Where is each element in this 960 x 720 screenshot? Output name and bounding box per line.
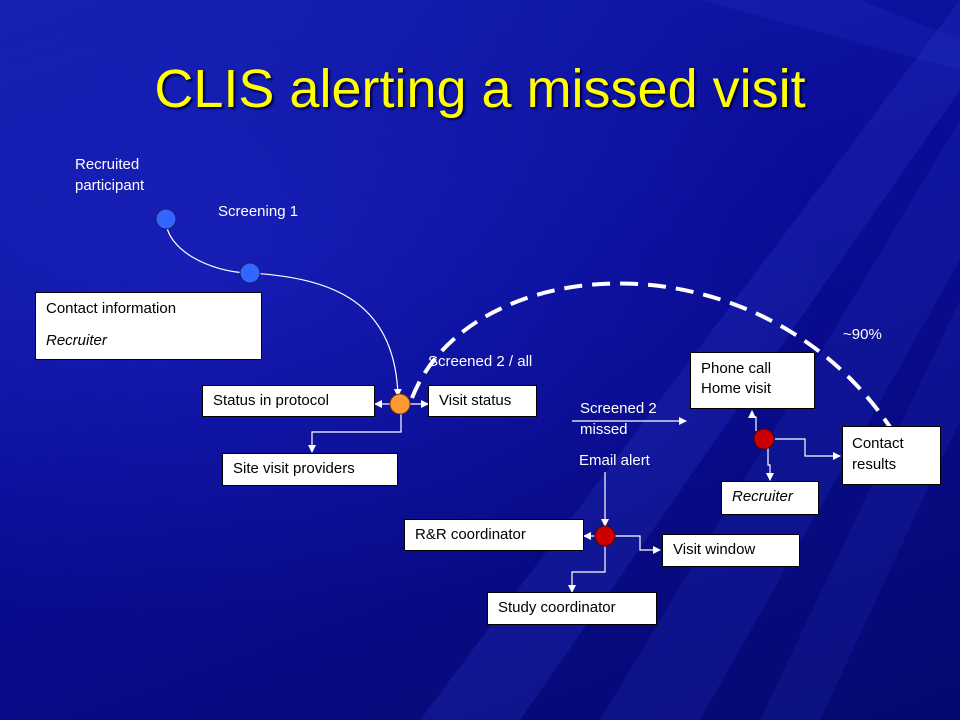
box-contact-results: Contact results (842, 426, 941, 485)
box-visit-window: Visit window (662, 534, 800, 567)
connector-to-contact-results (775, 438, 841, 460)
label-recruited-participant: Recruited participant (75, 156, 145, 194)
box-rr-coordinator: R&R coordinator (404, 519, 584, 551)
node-status (389, 393, 411, 415)
connector-recruited-to-screening (165, 219, 250, 277)
contact-information-text: Contact information (46, 300, 177, 317)
slide-title: CLIS alerting a missed visit (154, 59, 806, 119)
node-screening (239, 262, 261, 284)
node-contact (753, 428, 775, 450)
box-recruiter: Recruiter (721, 481, 819, 515)
box-contact-information: Contact information Recruiter (35, 292, 262, 360)
node-email-alert (594, 525, 616, 547)
connector-to-study-coordinator (568, 546, 606, 593)
box-phone-call-home-visit: Phone call Home visit (690, 352, 815, 409)
box-status-in-protocol: Status in protocol (202, 385, 375, 417)
connector-screening-to-status-node (250, 272, 402, 397)
label-screened-2-all: Screened 2 / all (428, 353, 533, 370)
connector-to-site-visit-providers (308, 414, 402, 453)
box-visit-status: Visit status (428, 385, 537, 417)
connector-to-phone-call (748, 410, 757, 431)
box-site-visit-providers: Site visit providers (222, 453, 398, 486)
box-study-coordinator: Study coordinator (487, 592, 657, 625)
connector-to-recruiter (766, 447, 774, 481)
node-recruited-participant (155, 208, 177, 230)
connector-to-visit-window (615, 535, 661, 554)
label-email-alert: Email alert (579, 452, 650, 469)
label-screened-2-missed: Screened 2 missed (580, 400, 657, 438)
return-dashed-arc (410, 281, 894, 432)
label-percent-90: ~90% (843, 326, 882, 343)
label-screening-1: Screening 1 (218, 203, 299, 220)
contact-recruiter-text: Recruiter (46, 332, 107, 349)
